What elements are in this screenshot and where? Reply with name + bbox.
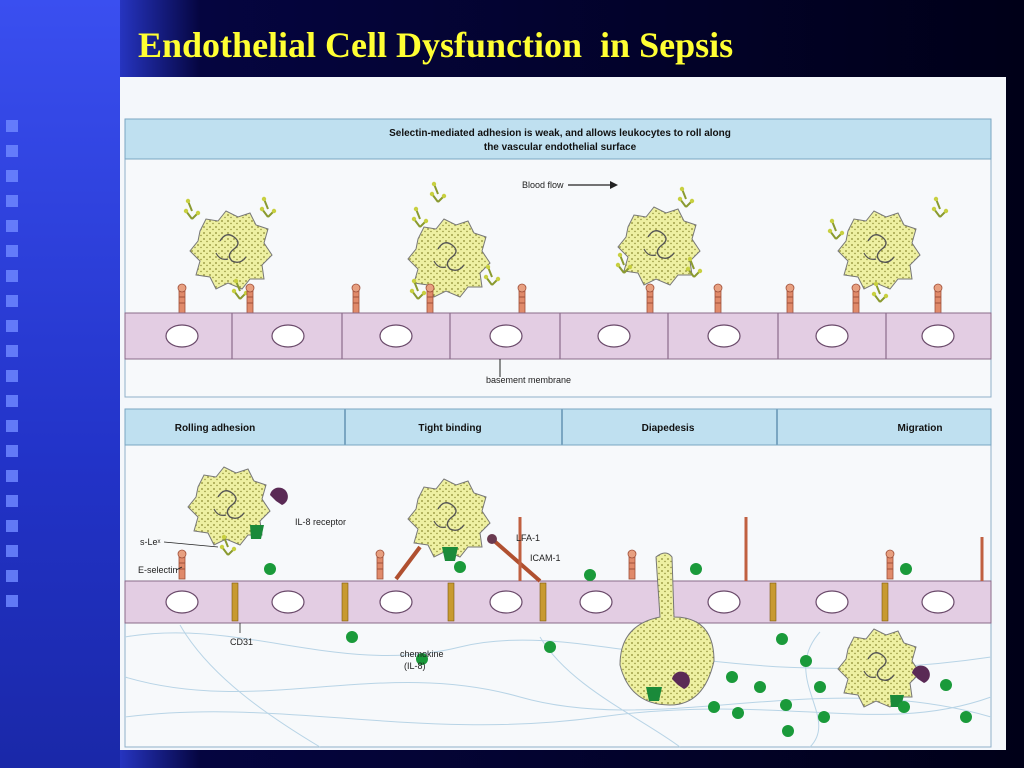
chemokine-label: chemokine [400, 649, 444, 659]
diagram-svg: Selectin-mediated adhesion is weak, and … [124, 118, 992, 748]
stage-migration: Migration [898, 423, 943, 434]
il8-receptor-label: IL-8 receptor [295, 517, 346, 527]
endothelial-diagram: Selectin-mediated adhesion is weak, and … [120, 77, 1006, 750]
stage-header [124, 408, 992, 446]
top-panel: Selectin-mediated adhesion is weak, and … [124, 118, 992, 398]
blood-flow-label: Blood flow [522, 180, 564, 190]
e-selectin-label: E-selectin [138, 565, 178, 575]
top-banner-line1: Selectin-mediated adhesion is weak, and … [389, 128, 731, 139]
endothelium-layer [124, 312, 992, 360]
icam1-label: ICAM-1 [530, 553, 561, 563]
stage-diapedesis: Diapedesis [642, 423, 695, 434]
chemokine-dots [264, 561, 972, 737]
endothelium-layer-bottom [124, 580, 992, 624]
top-banner [124, 118, 992, 160]
left-decorative-squares [4, 120, 30, 650]
lfa1-label: LFA-1 [516, 533, 540, 543]
cd31-junctions [231, 582, 889, 622]
sle-label: s-Leˣ [140, 537, 161, 547]
diapedesis-leukocyte [619, 552, 715, 706]
basement-membrane-label: basement membrane [486, 375, 571, 385]
stage-rolling-adhesion: Rolling adhesion [175, 423, 256, 434]
top-banner-line2: the vascular endothelial surface [484, 142, 637, 153]
bottom-panel: Rolling adhesion Tight binding Diapedesi… [124, 408, 992, 748]
chemokine-il8-label: (IL-8) [404, 661, 426, 671]
left-decorative-stripe [0, 0, 120, 768]
il8-receptor-shape [270, 487, 288, 505]
cd31-label: CD31 [230, 637, 253, 647]
stage-tight-binding: Tight binding [418, 423, 481, 434]
extracellular-matrix [124, 624, 992, 748]
slide-title: Endothelial Cell Dysfunction in Sepsis [138, 25, 734, 65]
